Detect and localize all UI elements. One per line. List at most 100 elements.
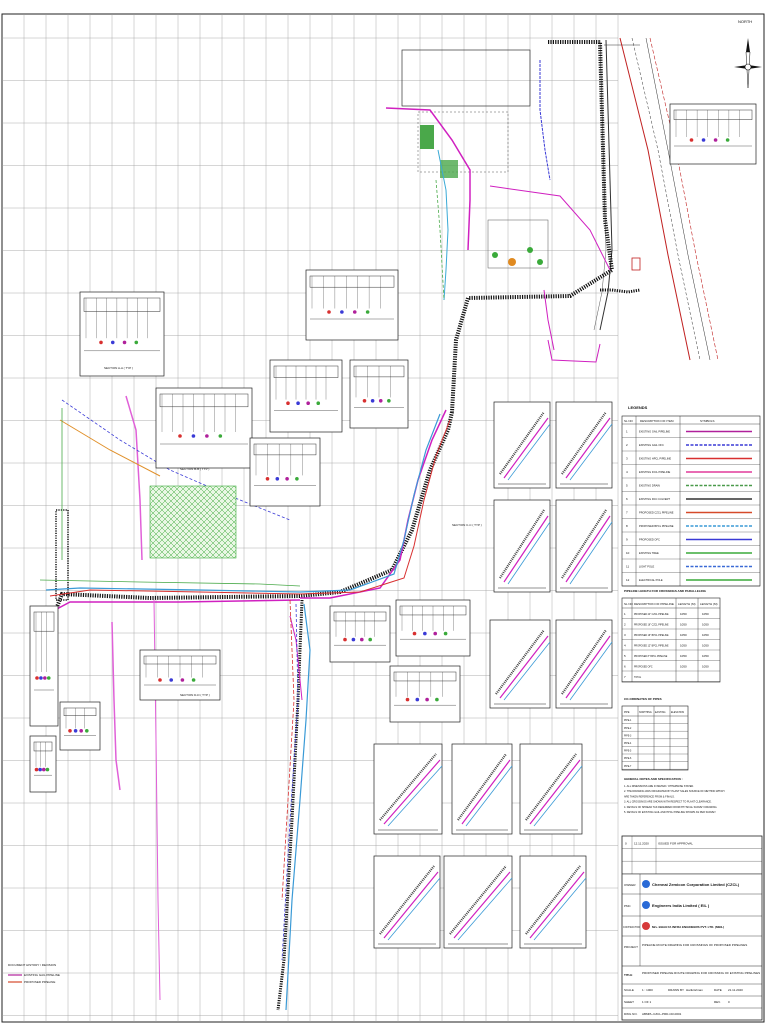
coords-header-easting: EASTING [655,711,666,714]
legend-row-item: EXISTING IOCL PIPELINE [639,470,670,474]
owner-logo-icon [642,880,650,888]
bottom-note-3: PROPOSED PIPELINE [24,980,55,984]
legend-row-number: 1 [626,430,628,434]
pipeline-row-length-a: 1050 [680,665,687,669]
coord-row-pipe: PIPE-4 [624,743,632,745]
section-box [29,605,59,727]
legend-row-number: 11 [626,565,629,569]
legend-row-item: PROPOSED CZCL PIPELINE [639,511,674,515]
pipeline-row-desc: PROPOSED 16" BPCL PIPELINE [634,635,669,637]
note-line: 1. ALL DIMENSIONS ARE IN METER / OTHERWI… [624,785,694,788]
contractor-name: M/s. BHAGYA INFRA ENGINEERS PVT. LTD. (M… [652,925,724,929]
green-lattice-area [149,485,237,559]
note-line: 3. ALL CROSSINGS ARE SHOWN WITH RESPECT … [624,801,712,804]
bottom-note-2: EXISTING GAIL PIPELINE [24,973,60,977]
section-box [389,665,461,723]
section-box [79,291,165,377]
section-box [249,437,321,507]
legend-row-item: EXISTING RCC CULVERT [639,497,670,501]
section-detail-boxes [29,103,757,793]
coord-row-pipe: PIPE-7 [624,766,632,768]
coord-row-pipe: PIPE-6 [624,758,632,760]
section-box [395,599,471,657]
notes-title: GENERAL NOTES AND SPECIFICATION : [624,777,683,781]
project-name: PIPELINE ROUTE DRAWING FOR CROSSINGS OF … [642,943,747,947]
rev-label: REV. [714,1000,721,1004]
crossing-detail [451,743,513,835]
section-box [349,359,409,429]
sheet-label: SHEET [624,1000,634,1004]
legends-header-item: DESCRIPTION OF ITEM [640,419,674,423]
legend-row-item: EXISTING HPCL PIPELINE [639,457,671,461]
legend-row-number: 3 [626,457,628,461]
pipeline-row-number: 1 [624,612,626,616]
pipeline-header-desc: DESCRIPTION OF PIPELINE [634,602,674,606]
section-box [139,649,221,701]
note-line: 5. DETAILS OF EXISTING GAIL AND HPCL PIP… [624,811,717,814]
title-label: TITLE [624,973,632,977]
pipeline-row-length-b: 1050 [702,633,709,637]
legend-row-item: EXISTING DRAIN [639,484,660,488]
legends-header-no: SL NO [624,419,634,423]
legend-row-item: EXISTING GAIL OFC [639,443,664,447]
drawing-title: PROPOSED PIPELINE ROUTE DRAWING FOR CROS… [642,971,760,975]
crossing-detail [373,743,443,835]
note-line: 4. DETAILS OF SPREAD TAK REFERRED FROM P… [624,806,718,809]
pipeline-row-desc: PROPOSED 12" BPCL PIPELINE [634,646,669,648]
crossing-detail [493,499,551,593]
dwg-number: ABMPL-CZCL-PRD-CR-0001 [642,1012,682,1016]
crossing-detail [519,855,587,949]
section-label-c: SECTION C-C ( TYP ) [452,523,482,527]
drawn-value: Harikrishnan [686,988,703,992]
drawn-label: DRAWN BY [668,988,684,992]
section-label-b: SECTION B-B ( TYP ) [180,467,209,471]
coords-header-pipe: PIPE [624,711,630,714]
legend-row-number: 2 [626,443,628,447]
north-arrow: NORTH [734,19,762,89]
legend-row-item: ELECTRICAL POLE [639,578,663,582]
owner-name: Chennai Zemicon Corporation Limited (CZC… [652,882,740,887]
pipeline-row-number: 4 [624,644,626,648]
pmc-label: PMC [624,904,632,908]
bottom-note-1: DOCUMENT HISTORY / REVISION [8,963,56,967]
highway-strip [593,37,719,361]
date-label: DATE [714,988,722,992]
coords-rows: PIPE-1PIPE-2PIPE-3PIPE-4PIPE-5PIPE-6PIPE… [622,720,688,770]
pipeline-row-number: 6 [624,665,626,669]
crossing-detail [373,855,441,949]
pipeline-row-number: 7 [624,675,626,679]
coord-row-pipe: PIPE-1 [624,720,632,722]
section-label-a: SECTION A-A ( TYP ) [104,366,133,370]
legend-row-item: EXISTING TREE [639,551,659,555]
legend-row-number: 8 [626,524,628,528]
north-label: NORTH [738,19,752,24]
crossing-detail [555,401,613,489]
section-box [155,387,253,469]
pipeline-row-desc: PROPOSED 24" CZCL PIPELINE [634,614,669,616]
sheet-border [1,13,765,1023]
legend-row-number: 9 [626,538,628,542]
dwg-label: DWG NO. [624,1012,638,1016]
coords-header-elevation: ELEVATION [671,711,684,714]
section-box [669,103,757,165]
pipeline-row-number: 5 [624,654,626,658]
crossing-detail [519,743,583,835]
pipeline-row-length-b: 1050 [702,644,709,648]
pipeline-row-length-a: 1050 [680,612,687,616]
section-box [29,735,57,793]
legend-row-number: 6 [626,497,628,501]
section-label-d: SECTION D-D ( TYP ) [180,693,210,697]
pipeline-header-length-a: LENGTH (M) [678,602,696,606]
pipeline-header-length-b: LENGTH (M) [700,602,718,606]
pipeline-row-number: 3 [624,633,626,637]
pipeline-row-length-b: 1050 [702,665,709,669]
legend-row-item: PROPOSED OFC [639,538,660,542]
contractor-label: CONTRACTOR [623,926,640,929]
coords-title: CO-ORDINATES OF PIPES [624,697,662,701]
pipeline-row-length-a: 1050 [680,633,687,637]
crossing-detail [489,619,551,709]
